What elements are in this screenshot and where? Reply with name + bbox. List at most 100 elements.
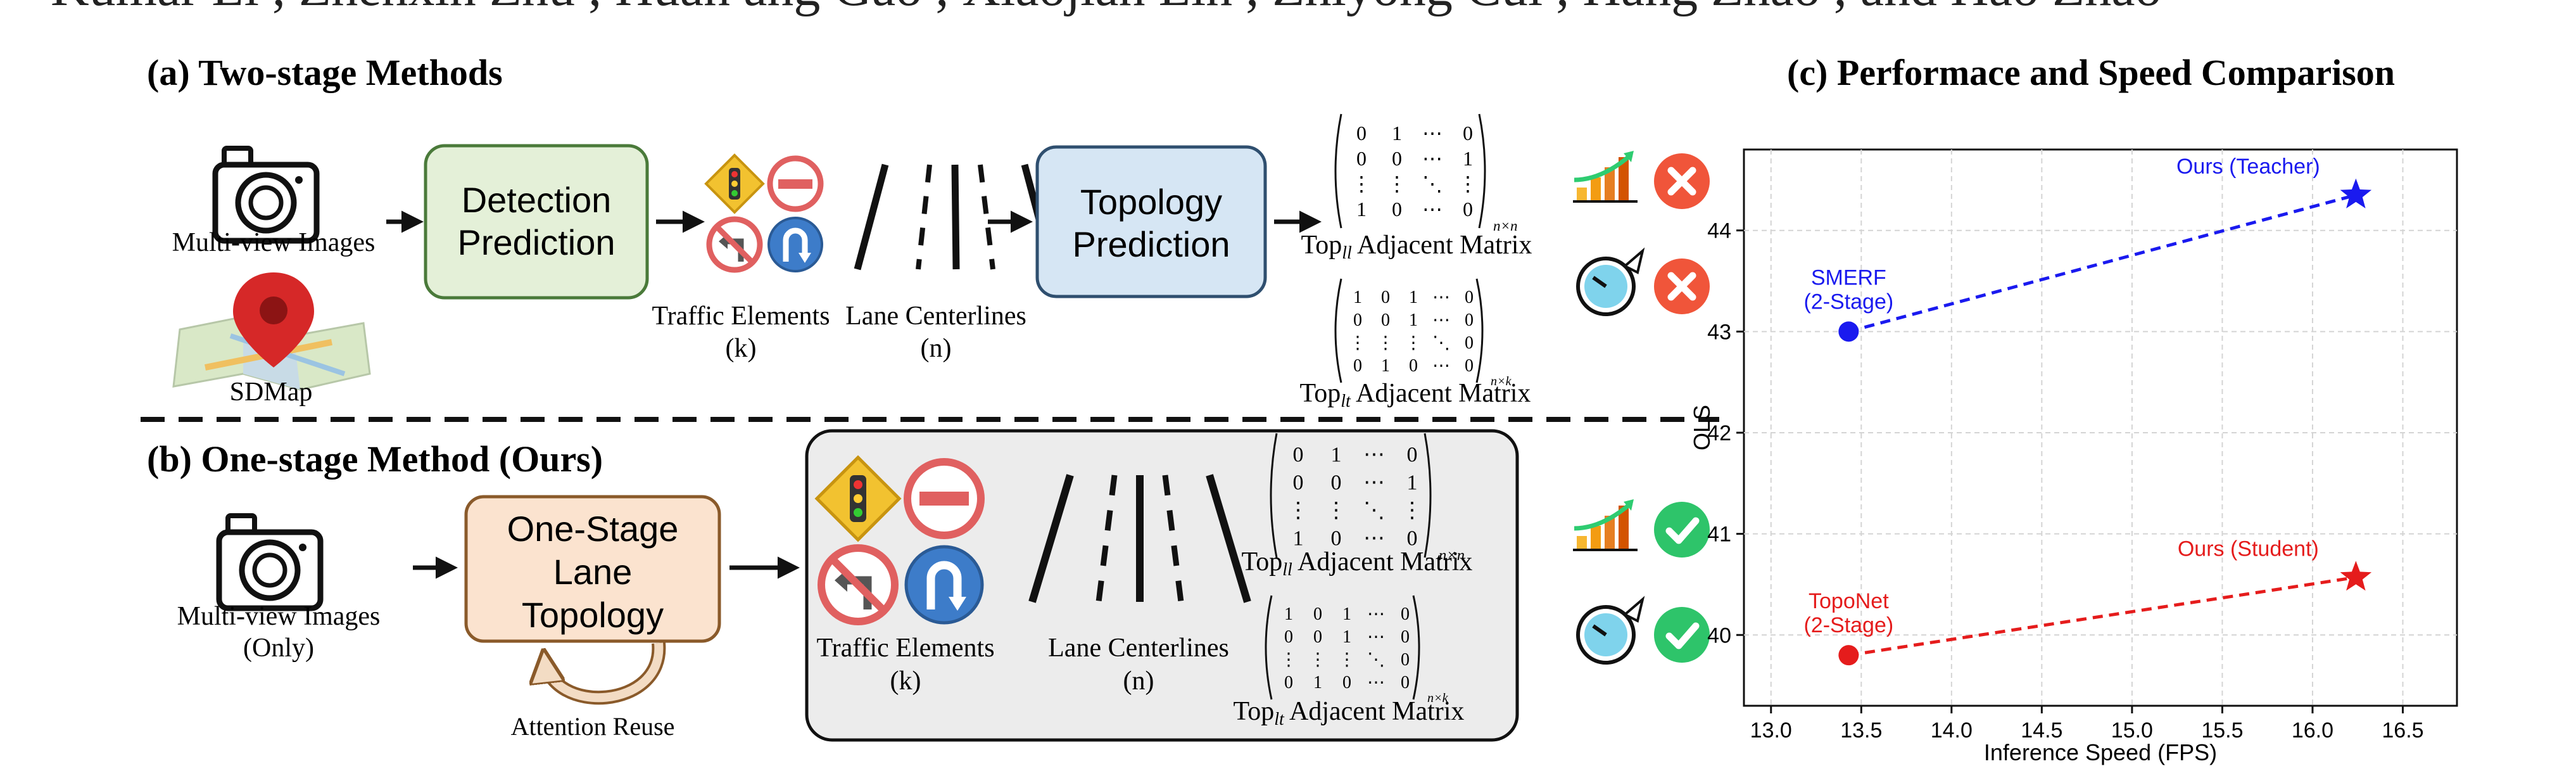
lane-label-a: Lane Centerlines <box>845 302 1026 331</box>
lane-centerlines-icon <box>1028 474 1251 603</box>
matrix-cell: 0 <box>1331 526 1342 550</box>
matrix-cell: ⋯ <box>1432 310 1450 330</box>
panel-a-title: (a) Two-stage Methods <box>147 52 503 93</box>
bar <box>1577 536 1587 549</box>
data-point-star <box>2340 561 2372 591</box>
lane-count-a: (n) <box>921 334 952 363</box>
lane-count-b: (n) <box>1123 666 1154 696</box>
bar <box>1591 177 1601 200</box>
matrix-cell: 0 <box>1342 673 1351 692</box>
matrix-cell: ⋯ <box>1363 526 1385 550</box>
traffic-count-b: (k) <box>890 666 921 696</box>
check-mark <box>1665 517 1700 544</box>
traffic-elements-icon <box>704 153 824 273</box>
bar <box>1591 526 1601 549</box>
panel-b-title: (b) One-stage Method (Ours) <box>147 438 603 480</box>
matrix-label: Topll Adjacent Matrix <box>1242 547 1473 580</box>
bar <box>1605 516 1615 549</box>
matrix-label-main: Top <box>1300 379 1341 408</box>
matrix-label-main: Top <box>1234 697 1275 726</box>
matrix-cell: 0 <box>1401 604 1410 624</box>
matrix-cell: ⋮ <box>1309 650 1327 670</box>
traffic-count-a: (k) <box>726 334 757 363</box>
y-tick-label: 42 <box>1707 421 1731 445</box>
sdmap-label: SDMap <box>230 378 313 407</box>
data-label: Ours (Student) <box>2178 537 2319 561</box>
matrix-cell: 1 <box>1353 288 1362 307</box>
matrix-cell: 0 <box>1463 122 1473 144</box>
matrix-cell: ⋯ <box>1422 147 1443 170</box>
matrix-cell: ⋯ <box>1422 122 1443 144</box>
matrix-size: n×n <box>1439 547 1465 564</box>
matrix-size: n×k <box>1427 691 1449 705</box>
matrix-cell: 0 <box>1293 443 1304 466</box>
matrix-label: Toplt Adjacent Matrix <box>1300 379 1531 411</box>
data-label: Ours (Teacher) <box>2176 155 2320 179</box>
matrix-label-rest: Adjacent Matrix <box>1352 231 1532 260</box>
rocket <box>1622 596 1645 623</box>
x-tick-label: 14.5 <box>2021 718 2062 743</box>
matrix-cell: 1 <box>1409 288 1418 307</box>
matrix-cell: ⋮ <box>1280 650 1297 670</box>
camera-icon <box>212 146 320 244</box>
matrix-left-bracket <box>1334 278 1342 383</box>
cross-mark <box>1667 167 1696 196</box>
matrix-cell: ⋯ <box>1432 288 1450 307</box>
matrix-right-bracket <box>1424 433 1432 558</box>
matrix-left-bracket <box>1270 433 1278 558</box>
bar <box>1619 157 1629 200</box>
matrix-cell: 0 <box>1401 650 1410 670</box>
matrix-cell: 1 <box>1381 356 1390 376</box>
author-line: Kumar Li , Zhenxin Zhu , Huan ang Gao , … <box>51 0 2162 17</box>
dial-needle <box>1592 276 1607 288</box>
attention-reuse-label: Attention Reuse <box>511 712 675 741</box>
topology-box-line2: Prediction <box>1072 224 1230 264</box>
y-tick-label: 44 <box>1707 219 1731 243</box>
matrix-label-sub: ll <box>1342 243 1352 263</box>
matrix-cell: 0 <box>1331 471 1342 494</box>
trend-arrow <box>1624 499 1634 511</box>
matrix-cell: ⋯ <box>1432 356 1450 376</box>
speed-icon <box>1576 596 1645 665</box>
dial-needle <box>1592 624 1607 637</box>
onestage-box <box>464 495 721 643</box>
onestage-box-line3: Topology <box>522 595 664 635</box>
matrix-cell: ⋮ <box>1405 333 1422 353</box>
data-label: (2-Stage) <box>1803 613 1893 637</box>
matrix-cell: ⋮ <box>1387 172 1407 195</box>
matrix-cell: 1 <box>1293 526 1304 550</box>
multiview-only-label: (Only) <box>243 634 314 663</box>
matrix-cell: 0 <box>1407 443 1418 466</box>
check-badge-icon <box>1654 607 1710 663</box>
matrix-cell: 0 <box>1465 333 1474 353</box>
check-badge-icon <box>1654 502 1710 558</box>
detection-box <box>424 144 649 300</box>
matrix-cell: ⋱ <box>1422 172 1443 195</box>
matrix-cell: 0 <box>1284 673 1293 692</box>
detection-box-line2: Prediction <box>457 222 615 262</box>
matrix-cell: ⋯ <box>1363 471 1385 494</box>
y-tick-label: 41 <box>1707 523 1731 547</box>
matrix-cell: ⋱ <box>1363 499 1385 522</box>
performance-icon <box>1573 151 1638 203</box>
bar <box>1619 506 1629 549</box>
x-axis-label: Inference Speed (FPS) <box>1984 739 2217 765</box>
y-axis-label: OLS <box>1689 405 1715 450</box>
matrix-size: n×k <box>1491 374 1512 388</box>
matrix-right-bracket <box>1475 278 1484 383</box>
data-point-circle <box>1838 645 1859 666</box>
y-tick-label: 40 <box>1707 623 1731 647</box>
matrix-cell: ⋱ <box>1367 650 1385 670</box>
matrix-cell: ⋮ <box>1349 333 1367 353</box>
outputs-box <box>805 429 1519 742</box>
no-left-turn-sign-icon <box>818 544 899 625</box>
matrix-size: n×n <box>1493 217 1518 234</box>
matrix-right-bracket <box>1412 595 1420 700</box>
matrix-cell: 0 <box>1381 310 1390 330</box>
cross-mark <box>1667 272 1696 301</box>
detection-box-line1: Detection <box>462 180 612 220</box>
matrix-left-bracket <box>1334 113 1342 229</box>
x-tick-label: 16.5 <box>2382 718 2423 743</box>
